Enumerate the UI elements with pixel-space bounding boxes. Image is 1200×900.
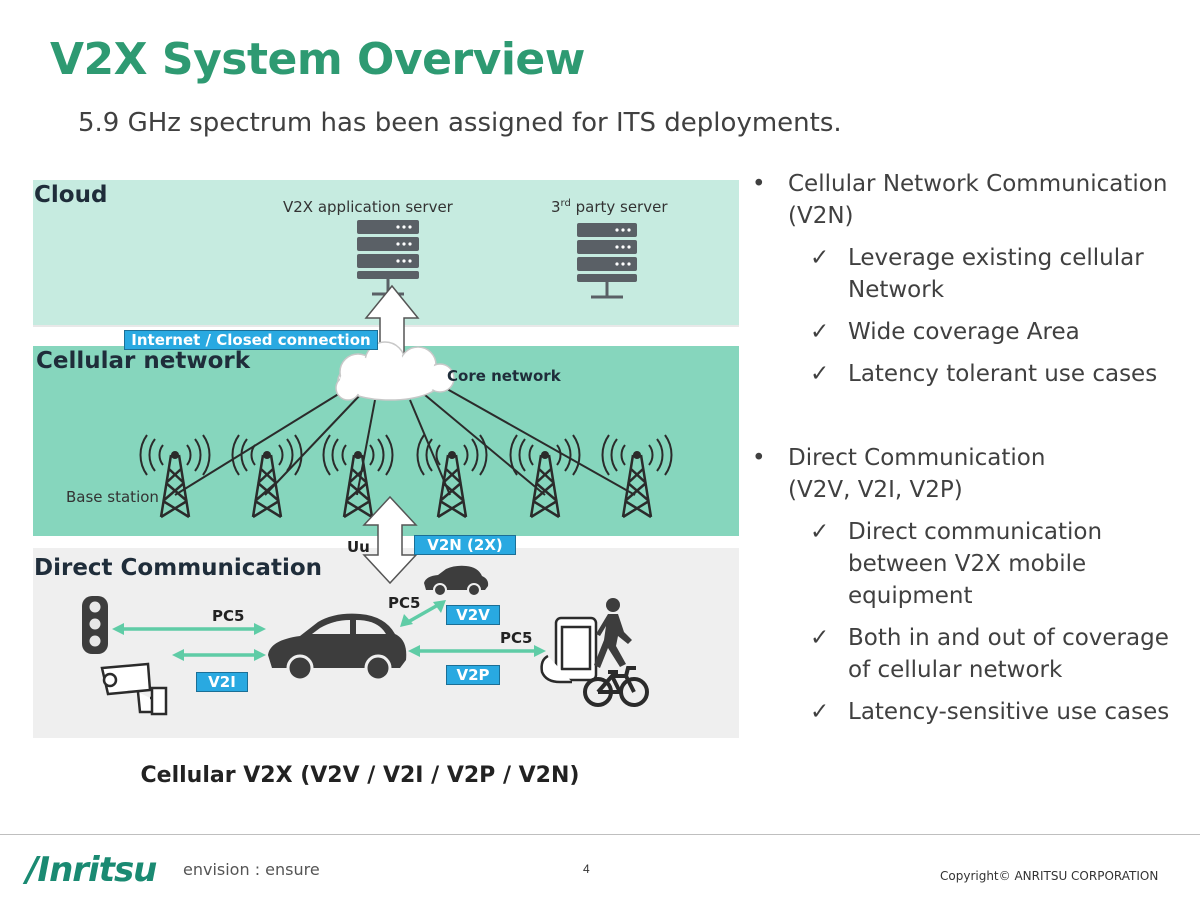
anritsu-logo: /Inritsu <box>26 850 157 890</box>
bicycle-icon <box>583 666 649 707</box>
check-item: Wide coverage Area <box>748 316 1193 348</box>
pedestrian-icon <box>594 598 632 668</box>
internet-connection-tag: Internet / Closed connection <box>124 330 378 350</box>
base-station-label: Base station <box>66 488 159 506</box>
tower-icon <box>601 434 673 519</box>
server-icon <box>577 223 637 299</box>
check-item: Leverage existing cellular Network <box>748 242 1193 306</box>
tower-icon <box>416 434 488 519</box>
bullet-direct-line2: (V2V, V2I, V2P) <box>788 477 963 503</box>
tower-icon <box>509 434 581 519</box>
v2n-tag: V2N (2X) <box>414 535 516 555</box>
slide-subtitle: 5.9 GHz spectrum has been assigned for I… <box>78 108 842 138</box>
bullet-direct: Direct Communication (V2V, V2I, V2P) <box>748 442 1193 506</box>
footer-divider <box>0 834 1200 835</box>
copyright: Copyright© ANRITSU CORPORATION <box>940 869 1159 883</box>
double-arrow-icon <box>362 495 418 585</box>
check-item: Both in and out of coverage of cellular … <box>748 622 1193 686</box>
check-item: Direct communication between V2X mobile … <box>748 516 1193 612</box>
third-party-server-label: 3rd party server <box>551 198 668 216</box>
pc5-right-label: PC5 <box>500 629 533 647</box>
v2v-tag: V2V <box>446 605 500 625</box>
slide-title: V2X System Overview <box>50 34 585 85</box>
bullet-direct-line1: Direct Communication <box>788 445 1046 471</box>
v2i-tag: V2I <box>196 672 248 692</box>
direct-label: Direct Communication <box>34 555 323 581</box>
app-server-label: V2X application server <box>283 198 453 216</box>
server-icon <box>357 220 419 296</box>
car-icon <box>268 613 407 682</box>
traffic-light-icon <box>82 596 108 654</box>
bullet-list: Cellular Network Communication (V2N) Lev… <box>748 168 1193 728</box>
car-icon <box>424 565 489 597</box>
check-item: Latency-sensitive use cases <box>748 696 1193 728</box>
tower-icon <box>231 434 303 519</box>
pc5-mid-label: PC5 <box>388 594 421 612</box>
cellular-label: Cellular network <box>36 348 251 374</box>
check-item: Latency tolerant use cases <box>748 358 1193 390</box>
bullet-v2n: Cellular Network Communication (V2N) <box>748 168 1193 232</box>
phone-icon <box>540 616 598 684</box>
diagram-caption: Cellular V2X (V2V / V2I / V2P / V2N) <box>140 763 580 788</box>
camera-icon <box>100 662 168 716</box>
tower-icon <box>139 434 211 519</box>
tagline: envision : ensure <box>183 860 320 879</box>
pc5-left-label: PC5 <box>212 607 245 625</box>
page-number: 4 <box>583 862 590 876</box>
cloud-label: Cloud <box>34 182 108 208</box>
core-network-label: Core network <box>447 367 561 385</box>
uu-label: Uu <box>347 538 370 556</box>
pc5-arrows <box>112 600 546 661</box>
tower-icon <box>322 434 394 519</box>
v2p-tag: V2P <box>446 665 500 685</box>
